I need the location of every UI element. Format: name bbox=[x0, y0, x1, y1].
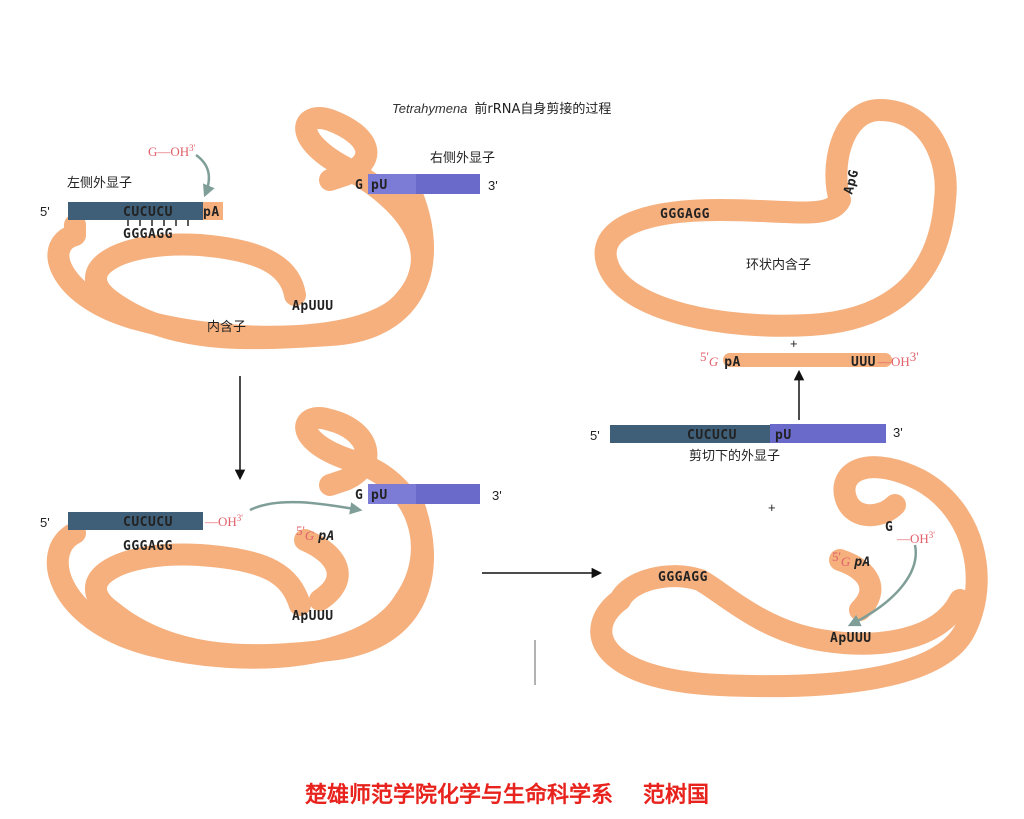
attack-arrow-c bbox=[847, 544, 917, 627]
pU-label: pU bbox=[371, 178, 388, 193]
ggg-sequence: GGGAGG bbox=[123, 227, 173, 242]
left-exon bbox=[68, 202, 203, 220]
diagram-title: Tetrahymena 前rRNA自身剪接的过程 bbox=[392, 100, 611, 117]
left-exon-label: 左侧外显子 bbox=[67, 176, 132, 191]
apuuu-sequence: ApUUU bbox=[292, 299, 334, 314]
svg-text:+: + bbox=[790, 336, 798, 351]
svg-text:G: G bbox=[355, 488, 363, 503]
svg-text:GGGAGG: GGGAGG bbox=[123, 539, 173, 554]
svg-text:GGGAGG: GGGAGG bbox=[660, 207, 710, 222]
svg-text:UUU—OH3': UUU—OH3' bbox=[851, 349, 919, 370]
svg-text:pU: pU bbox=[371, 488, 388, 503]
panel-a-precursor: G—OH3' 右侧外显子 左侧外显子 5' 3' CUCUCU pA G pU … bbox=[40, 107, 498, 350]
right-exon-label: 右侧外显子 bbox=[430, 151, 495, 166]
left-exon-sequence: CUCUCU bbox=[123, 205, 173, 220]
svg-text:ApUUU: ApUUU bbox=[292, 609, 334, 624]
circular-intron-label: 环状内含子 bbox=[746, 257, 811, 273]
svg-text:5': 5' bbox=[590, 428, 600, 443]
left-seq-b: CUCUCU bbox=[123, 515, 173, 530]
svg-text:ApUUU: ApUUU bbox=[830, 631, 872, 646]
circular-intron bbox=[594, 99, 957, 337]
plus-c: + bbox=[768, 500, 776, 515]
ligated-left-exon bbox=[610, 425, 770, 443]
svg-text:5'GpA: 5'GpA bbox=[700, 349, 741, 370]
svg-text:3': 3' bbox=[893, 425, 903, 440]
footer-credit: 楚雄师范学院化学与生命科学系 范树国 bbox=[305, 782, 709, 808]
svg-text:G: G bbox=[885, 520, 893, 535]
svg-text:3': 3' bbox=[492, 488, 502, 503]
base-pair-ticks bbox=[127, 220, 189, 226]
excised-exon-label: 剪切下的外显子 bbox=[689, 448, 780, 464]
guanosine-attack-arrow bbox=[195, 153, 215, 198]
five-prime-label: 5' bbox=[40, 204, 50, 219]
svg-text:5': 5' bbox=[40, 515, 50, 530]
svg-text:5'GpA: 5'GpA bbox=[832, 549, 871, 570]
three-prime-label: 3' bbox=[488, 178, 498, 193]
G-label: G bbox=[355, 178, 363, 193]
svg-text:ApG: ApG bbox=[841, 168, 862, 196]
pA-label: pA bbox=[203, 205, 220, 220]
svg-text:GGGAGG: GGGAGG bbox=[658, 570, 708, 585]
svg-text:—OH3': —OH3' bbox=[896, 530, 935, 546]
svg-text:pU: pU bbox=[775, 428, 792, 443]
svg-text:CUCUCU: CUCUCU bbox=[687, 428, 737, 443]
oh-label-b: —OH3' bbox=[204, 513, 243, 529]
intron-label: 内含子 bbox=[207, 319, 246, 335]
guanosine-label: G—OH3' bbox=[148, 143, 196, 159]
attack-arrow-b bbox=[249, 500, 363, 515]
left-exon-b bbox=[68, 512, 203, 530]
ligated-right-exon bbox=[770, 424, 886, 443]
